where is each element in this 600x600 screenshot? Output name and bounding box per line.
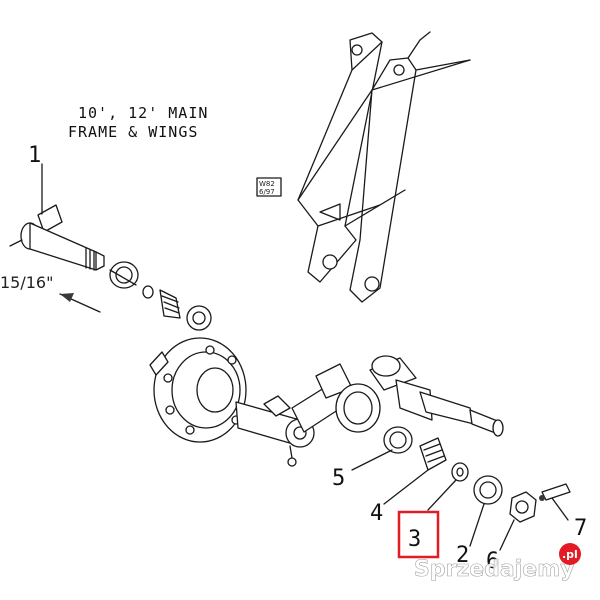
callout-2-leader: [469, 503, 485, 547]
watermark-suffix: .pl: [562, 548, 578, 561]
watermark: Sprzedajemy .pl: [414, 543, 581, 582]
callout-3-leader: [427, 479, 457, 511]
part-7-cotter-pin: [541, 483, 571, 501]
callout-4-leader: [383, 469, 429, 505]
revision-stamp: W82 6/97: [256, 177, 282, 197]
spindle-arm: [235, 355, 504, 467]
dimension-annotation: 15/16": [0, 239, 101, 313]
callout-7: 7: [574, 516, 587, 541]
part-1-pivot-bolt: 1: [20, 143, 105, 271]
callout-5-leader: [351, 449, 393, 471]
dimension-label: 15/16": [0, 273, 53, 292]
diagram-caption: 10', 12' MAIN FRAME & WINGS: [68, 104, 208, 141]
upper-seal-bearing: [109, 261, 212, 331]
callout-1: 1: [28, 143, 41, 168]
lower-exploded-parts: [383, 426, 571, 523]
wheel-hub: [149, 337, 247, 443]
callout-6-leader: [499, 519, 515, 551]
caption-line-2: FRAME & WINGS: [68, 123, 198, 141]
callout-7-leader: [551, 497, 569, 521]
callout-6: 6: [486, 549, 499, 574]
callout-3-highlight-box: [397, 510, 440, 559]
callout-2: 2: [456, 543, 469, 568]
callout-5: 5: [332, 466, 345, 491]
caption-line-1: 10', 12' MAIN: [78, 104, 208, 122]
frame-bracket: [297, 31, 471, 303]
callout-3: 3: [408, 527, 421, 552]
stamp-line-1: W82: [259, 180, 275, 188]
callout-4: 4: [370, 501, 383, 526]
callouts: 5 4 3 2 6 7: [332, 449, 587, 574]
watermark-text: Sprzedajemy: [414, 557, 575, 582]
watermark-badge: [559, 543, 581, 565]
stamp-line-2: 6/97: [259, 188, 275, 196]
